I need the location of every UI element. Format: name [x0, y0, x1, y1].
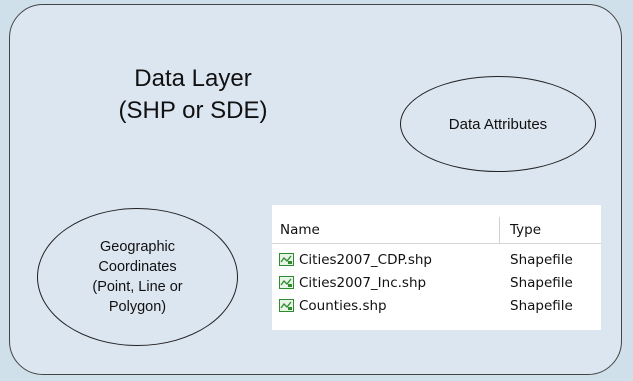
- data-layer-title: Data Layer (SHP or SDE): [88, 63, 298, 127]
- geo-label-line2: Coordinates: [98, 259, 177, 275]
- file-row[interactable]: Counties.shp Shapefile: [272, 296, 601, 317]
- file-type: Shapefile: [510, 275, 573, 291]
- file-row[interactable]: Cities2007_Inc.shp Shapefile: [272, 273, 601, 294]
- file-row[interactable]: Cities2007_CDP.shp Shapefile: [272, 250, 601, 271]
- data-layer-title-line1: Data Layer: [134, 65, 252, 92]
- geo-label-line4: Polygon): [108, 299, 167, 315]
- column-header-type[interactable]: Type: [510, 222, 542, 238]
- column-header-name[interactable]: Name: [280, 222, 320, 238]
- data-attributes-ellipse: Data Attributes: [400, 76, 596, 172]
- geographic-coordinates-ellipse: Geographic Coordinates (Point, Line or P…: [37, 208, 238, 346]
- file-type: Shapefile: [510, 298, 573, 314]
- file-name: Counties.shp: [299, 298, 387, 314]
- file-type: Shapefile: [510, 252, 573, 268]
- column-divider[interactable]: [499, 217, 500, 243]
- file-list-header: Name Type: [272, 217, 601, 244]
- file-list: Name Type Cities2007_CDP.shp Shapefile C…: [272, 205, 601, 330]
- geo-label-line1: Geographic: [100, 239, 175, 255]
- file-name: Cities2007_CDP.shp: [299, 252, 432, 268]
- data-layer-title-line2: (SHP or SDE): [118, 97, 268, 124]
- data-attributes-label: Data Attributes: [448, 115, 548, 133]
- shapefile-icon: [279, 276, 294, 289]
- geo-label-line3: (Point, Line or: [92, 279, 183, 295]
- file-name: Cities2007_Inc.shp: [299, 275, 427, 291]
- geographic-coordinates-label: Geographic Coordinates (Point, Line or P…: [92, 237, 182, 317]
- shapefile-icon: [279, 299, 294, 312]
- shapefile-icon: [279, 253, 294, 266]
